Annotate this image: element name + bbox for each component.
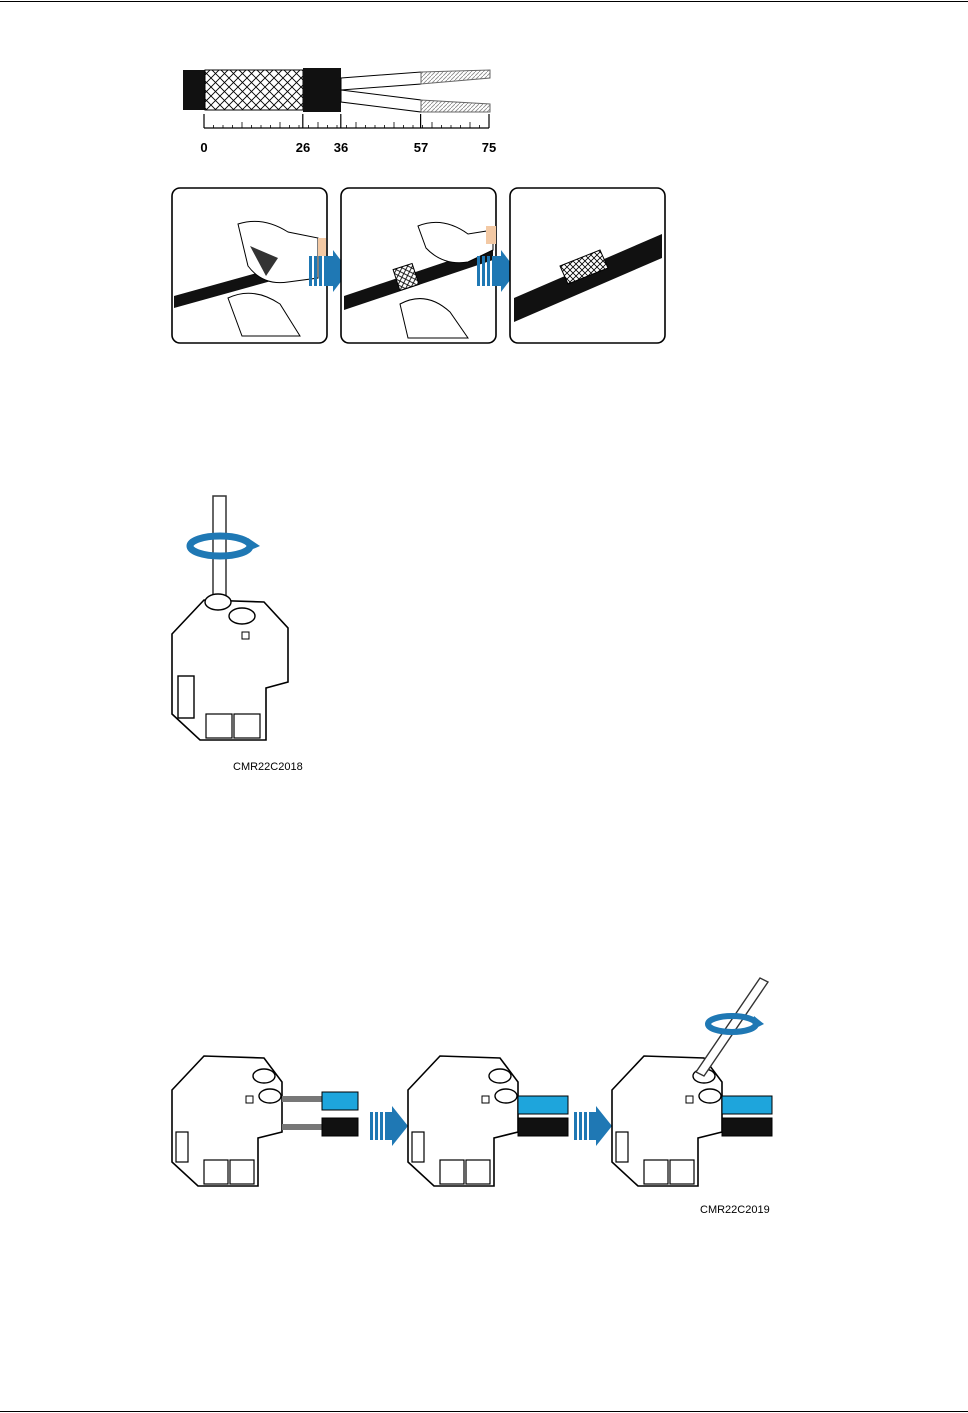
ruler-label-75: 75 [482,140,496,155]
ruler-label-36: 36 [334,140,348,155]
step-panel-1 [172,188,327,343]
connector-step-2 [408,1056,568,1186]
header-rule [0,1,968,2]
step-panel-2 [341,188,496,343]
figure-caption-2: CMR22C2019 [700,1204,770,1216]
connector-arrow-1 [370,1106,408,1146]
cable-cores [341,70,490,112]
connector-figure-1 [160,492,300,748]
connector-step-1 [172,1056,358,1186]
connector-figure-2 [164,972,782,1194]
footer-rule [0,1411,968,1412]
connector-step-3 [612,978,772,1186]
stripping-diagram: 0 26 36 57 75 [175,60,515,160]
cable-braid-shield [205,70,303,110]
cable-outer-jacket [183,70,205,110]
cable-inner-jacket [303,68,341,112]
ruler-label-26: 26 [296,140,310,155]
figure-caption-1: CMR22C2018 [233,761,303,773]
ruler-label-57: 57 [414,140,428,155]
terminal-block [172,594,288,740]
step-panel-3 [510,188,665,343]
ruler [204,114,489,128]
shield-steps [168,186,670,348]
ruler-label-0: 0 [200,140,207,155]
screwdriver [213,496,226,604]
connector-arrow-2 [574,1106,612,1146]
